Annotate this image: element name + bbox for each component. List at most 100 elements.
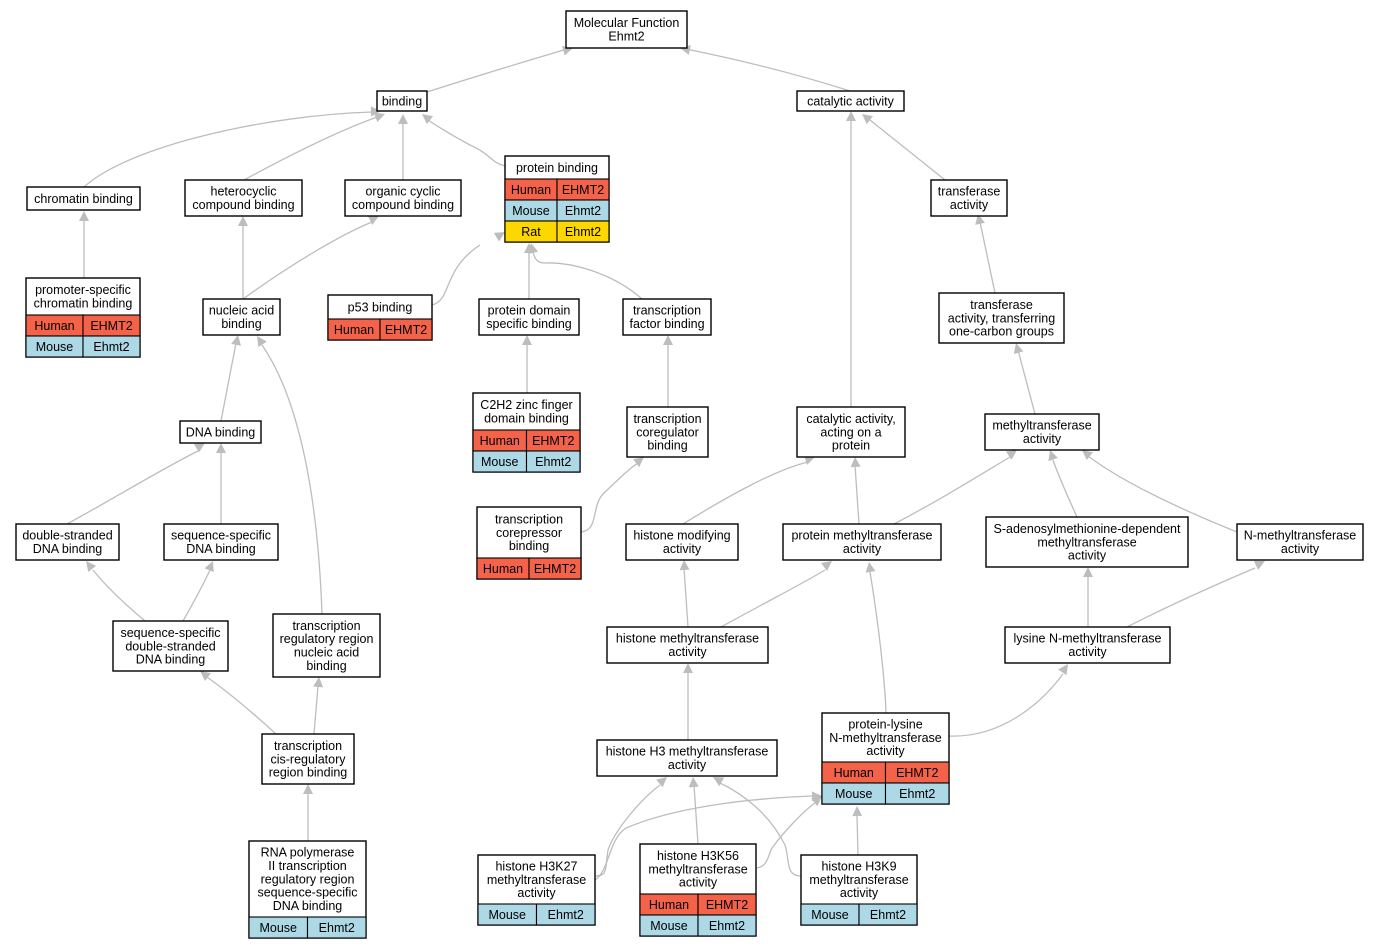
- node-box: [796, 90, 905, 112]
- node-label-line: RNA polymerase: [261, 846, 355, 860]
- node-label-line: histone methyltransferase: [616, 632, 759, 646]
- go-term-node-chromatin[interactable]: chromatin binding: [26, 186, 141, 211]
- species-label: Human: [834, 766, 874, 780]
- go-term-node-pl-mt[interactable]: protein-lysineN-methyltransferaseactivit…: [821, 712, 950, 805]
- gene-symbol: Ehmt2: [565, 225, 601, 239]
- graph-edge: [580, 462, 639, 533]
- node-label-line: activity: [663, 542, 702, 556]
- node-label-line: DNA binding: [186, 542, 256, 556]
- graph-edge: [1052, 459, 1078, 518]
- go-term-node-catalytic[interactable]: catalytic activity: [796, 90, 905, 112]
- node-box: [606, 626, 769, 664]
- gene-cell: [884, 782, 950, 805]
- node-label-line: transferase: [970, 298, 1033, 312]
- node-box: [626, 406, 709, 458]
- graph-edge: [594, 795, 813, 881]
- node-label-line: heterocyclic: [211, 185, 277, 199]
- node-label-line: protein methyltransferase: [791, 529, 932, 543]
- node-label-line: double-stranded: [22, 529, 112, 543]
- gene-symbol: EHMT2: [706, 898, 748, 912]
- node-label-line: N-methyltransferase: [829, 731, 942, 745]
- node-label-line: compound binding: [192, 198, 294, 212]
- gene-symbol: Ehmt2: [870, 908, 906, 922]
- node-label-line: N-methyltransferase: [1244, 529, 1357, 543]
- node-box: [344, 179, 462, 217]
- gene-symbol: Ehmt2: [548, 908, 584, 922]
- arrowhead: [713, 777, 725, 787]
- gene-symbol: Ehmt2: [535, 455, 571, 469]
- graph-edge: [594, 784, 661, 877]
- node-label-line: p53 binding: [348, 300, 413, 314]
- species-label: Mouse: [259, 921, 297, 935]
- node-box: [985, 516, 1189, 568]
- node-label-line: histone H3 methyltransferase: [606, 745, 769, 759]
- node-box: [565, 10, 688, 49]
- graph-edge: [92, 569, 146, 622]
- node-box: [596, 739, 778, 777]
- species-label: Mouse: [481, 455, 519, 469]
- arrowhead: [1083, 567, 1093, 577]
- arrowhead: [200, 671, 211, 682]
- node-box: [478, 298, 580, 336]
- go-term-node-h3k9[interactable]: histone H3K9methyltransferaseactivityMou…: [800, 854, 918, 926]
- node-label-line: nucleic acid: [294, 645, 359, 659]
- node-box: [179, 420, 262, 444]
- go-term-node-dnabinding[interactable]: DNA binding: [179, 420, 262, 444]
- node-label-line: sequence-specific: [171, 529, 271, 543]
- go-term-node-h3k27[interactable]: histone H3K27methyltransferaseactivityMo…: [477, 854, 596, 926]
- node-box: [26, 186, 141, 211]
- node-label-line: region binding: [269, 766, 348, 780]
- node-box: [938, 292, 1065, 344]
- species-label: Human: [483, 562, 523, 576]
- gene-cell: [556, 220, 610, 243]
- node-box: [622, 298, 712, 336]
- graph-edge: [532, 251, 643, 300]
- graph-edge: [719, 782, 802, 877]
- go-term-node-h3k56[interactable]: histone H3K56methyltransferaseactivityHu…: [639, 843, 757, 937]
- gene-cell: [858, 903, 918, 926]
- go-term-node-binding[interactable]: binding: [376, 90, 428, 112]
- node-label-line: activity: [840, 886, 879, 900]
- go-term-node-sam-mt[interactable]: S-adenosylmethionine-dependentmethyltran…: [985, 516, 1189, 568]
- gene-symbol: EHMT2: [896, 766, 938, 780]
- node-label-line: DNA binding: [186, 425, 256, 439]
- node-label-line: S-adenosylmethionine-dependent: [994, 522, 1181, 536]
- species-label: Human: [334, 323, 374, 337]
- node-label-line: lysine N-methyltransferase: [1014, 632, 1162, 646]
- node-label-line: binding: [306, 659, 346, 673]
- graph-edge: [261, 344, 323, 615]
- arrowhead: [238, 216, 248, 226]
- species-label: Mouse: [835, 787, 873, 801]
- node-label-line: Molecular Function: [574, 16, 680, 30]
- node-label-line: methyltransferase: [648, 862, 747, 876]
